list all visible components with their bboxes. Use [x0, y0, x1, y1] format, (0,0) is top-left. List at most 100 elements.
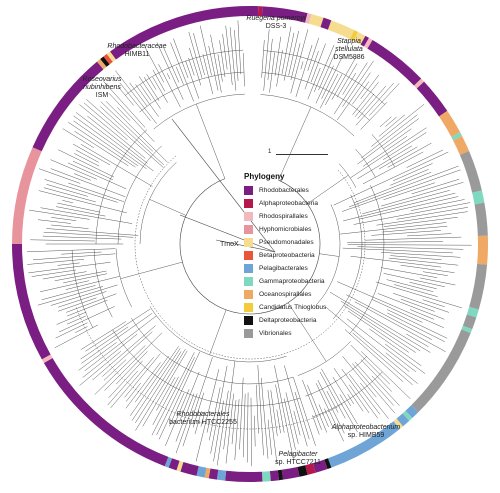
ring-segment [97, 59, 107, 70]
ring-segment [364, 37, 373, 49]
legend-item: Vibrionales [244, 327, 354, 340]
root-branch [179, 214, 276, 253]
legend-label: Deltaproteobacteria [259, 317, 317, 324]
ring-segment [196, 466, 207, 478]
taxon-strain: DSM5886 [333, 54, 365, 61]
taxon-label-ruegeria: Ruegeria pomeroyi DSS-3 [246, 15, 306, 31]
legend-item: Pelagibacterales [244, 262, 354, 275]
legend-swatch [244, 264, 253, 273]
scale-bar-line [276, 154, 328, 155]
legend-swatch [244, 186, 253, 195]
taxon-name: Ruegeria pomeroyi [246, 15, 306, 22]
ring-segment [459, 151, 482, 193]
scale-bar-label: 1 [268, 149, 272, 155]
ring-segment [103, 53, 113, 65]
ring-segment [257, 6, 263, 17]
ring-segment [461, 325, 473, 334]
taxon-name: Alphaproteobacterium [331, 424, 401, 431]
legend-title: Phylogeny [244, 172, 285, 181]
taxon-label-himb11: Rhodobacteraceae HIMB11 [102, 43, 172, 59]
taxon-strain: ISM [95, 92, 109, 99]
ring-segment [405, 405, 419, 419]
legend-label: Oceanospirallales [259, 291, 312, 298]
legend-item: Oceanospirallales [244, 288, 354, 301]
legend-item: Rhodobacterales [244, 184, 354, 197]
taxon-name: Rhodobacteraceae [107, 43, 167, 50]
ring-segment [451, 132, 463, 141]
ring-segment [453, 135, 470, 155]
legend-swatch [244, 316, 253, 325]
ring-segment [477, 235, 488, 265]
ring-segment [261, 471, 271, 482]
taxon-label-himb59: Alphaproteobacterium sp. HIMB59 [328, 424, 404, 440]
ring-segment [204, 467, 211, 479]
root-label-tmox: TmoX [220, 241, 239, 248]
ring-segment [367, 39, 422, 86]
ring-segment [439, 110, 461, 137]
ring-segment [277, 469, 284, 481]
legend-label: Rhodobacterales [259, 187, 309, 194]
legend-label: Betaproteobacteria [259, 252, 315, 259]
taxon-label-stappia: Stappia stellulata DSM5886 [323, 38, 375, 62]
taxon-strain: sp. HTCC7211 [275, 459, 321, 466]
legend-swatch [244, 212, 253, 221]
ring-segment [309, 14, 324, 28]
ring-segment [462, 314, 477, 330]
legend-item: Alphaproteobacteria [244, 197, 354, 210]
ring-segment [312, 459, 328, 473]
legend-swatch [244, 290, 253, 299]
ring-segment [416, 81, 448, 117]
legend-label: Hyphomicrobiales [259, 226, 312, 233]
scale-bar: 1 [268, 149, 328, 158]
ring-segment [208, 468, 219, 480]
ring-segment [216, 469, 227, 481]
ring-segment [396, 413, 410, 427]
ring-segment [474, 202, 488, 237]
ring-segment [320, 17, 332, 30]
ring-segment [324, 458, 332, 470]
legend-label: Pelagibacterales [259, 265, 308, 272]
legend-label: Rhodospirallales [259, 213, 308, 220]
tree-branch-lines [26, 20, 472, 467]
legend-item: Pseudomonadales [244, 236, 354, 249]
ring-segment [393, 418, 403, 429]
taxon-strain: bacterium HTCC2255 [169, 419, 237, 426]
ring-segment [349, 30, 359, 41]
legend-swatch [244, 277, 253, 286]
legend-label: Pseudomonadales [259, 239, 314, 246]
taxon-name: Rhodobacterales [176, 411, 230, 418]
ring-segment [414, 78, 425, 89]
tree-dashed-arc [134, 155, 366, 360]
legend-item: Candidatus Thioglobus [244, 301, 354, 314]
legend-item: Betaproteobacteria [244, 249, 354, 262]
ring-segment [327, 421, 400, 468]
ring-segment [305, 13, 312, 24]
tree-branches [26, 20, 472, 467]
taxon-name: Pelagibacter [278, 451, 318, 458]
ring-segment [305, 463, 316, 475]
ring-segment [469, 263, 488, 310]
legend-item: Deltaproteobacteria [244, 314, 354, 327]
taxon-label-roseovarius: Roseovarius nubinhibens ISM [72, 76, 132, 100]
taxon-strain: DSS-3 [265, 23, 287, 30]
ring-segment [41, 354, 53, 363]
legend-item: Rhodospirallales [244, 210, 354, 223]
ring-segment [176, 460, 184, 472]
ring-segment [180, 462, 199, 476]
ring-segment [100, 56, 110, 67]
legend-swatch [244, 225, 253, 234]
taxon-name: Stappia stellulata [335, 38, 363, 53]
ring-segment [164, 456, 173, 468]
ring-segment [360, 35, 369, 47]
ring-segment [402, 410, 413, 421]
ring-segment [110, 6, 250, 60]
ring-segment [269, 470, 280, 482]
taxon-strain: sp. HIMB59 [347, 432, 385, 439]
legend-label: Vibrionales [259, 330, 292, 337]
ring-segment [250, 6, 259, 17]
legend-label: Alphaproteobacteria [259, 200, 319, 207]
ring-segment [261, 6, 308, 23]
ring-segment [411, 329, 471, 413]
